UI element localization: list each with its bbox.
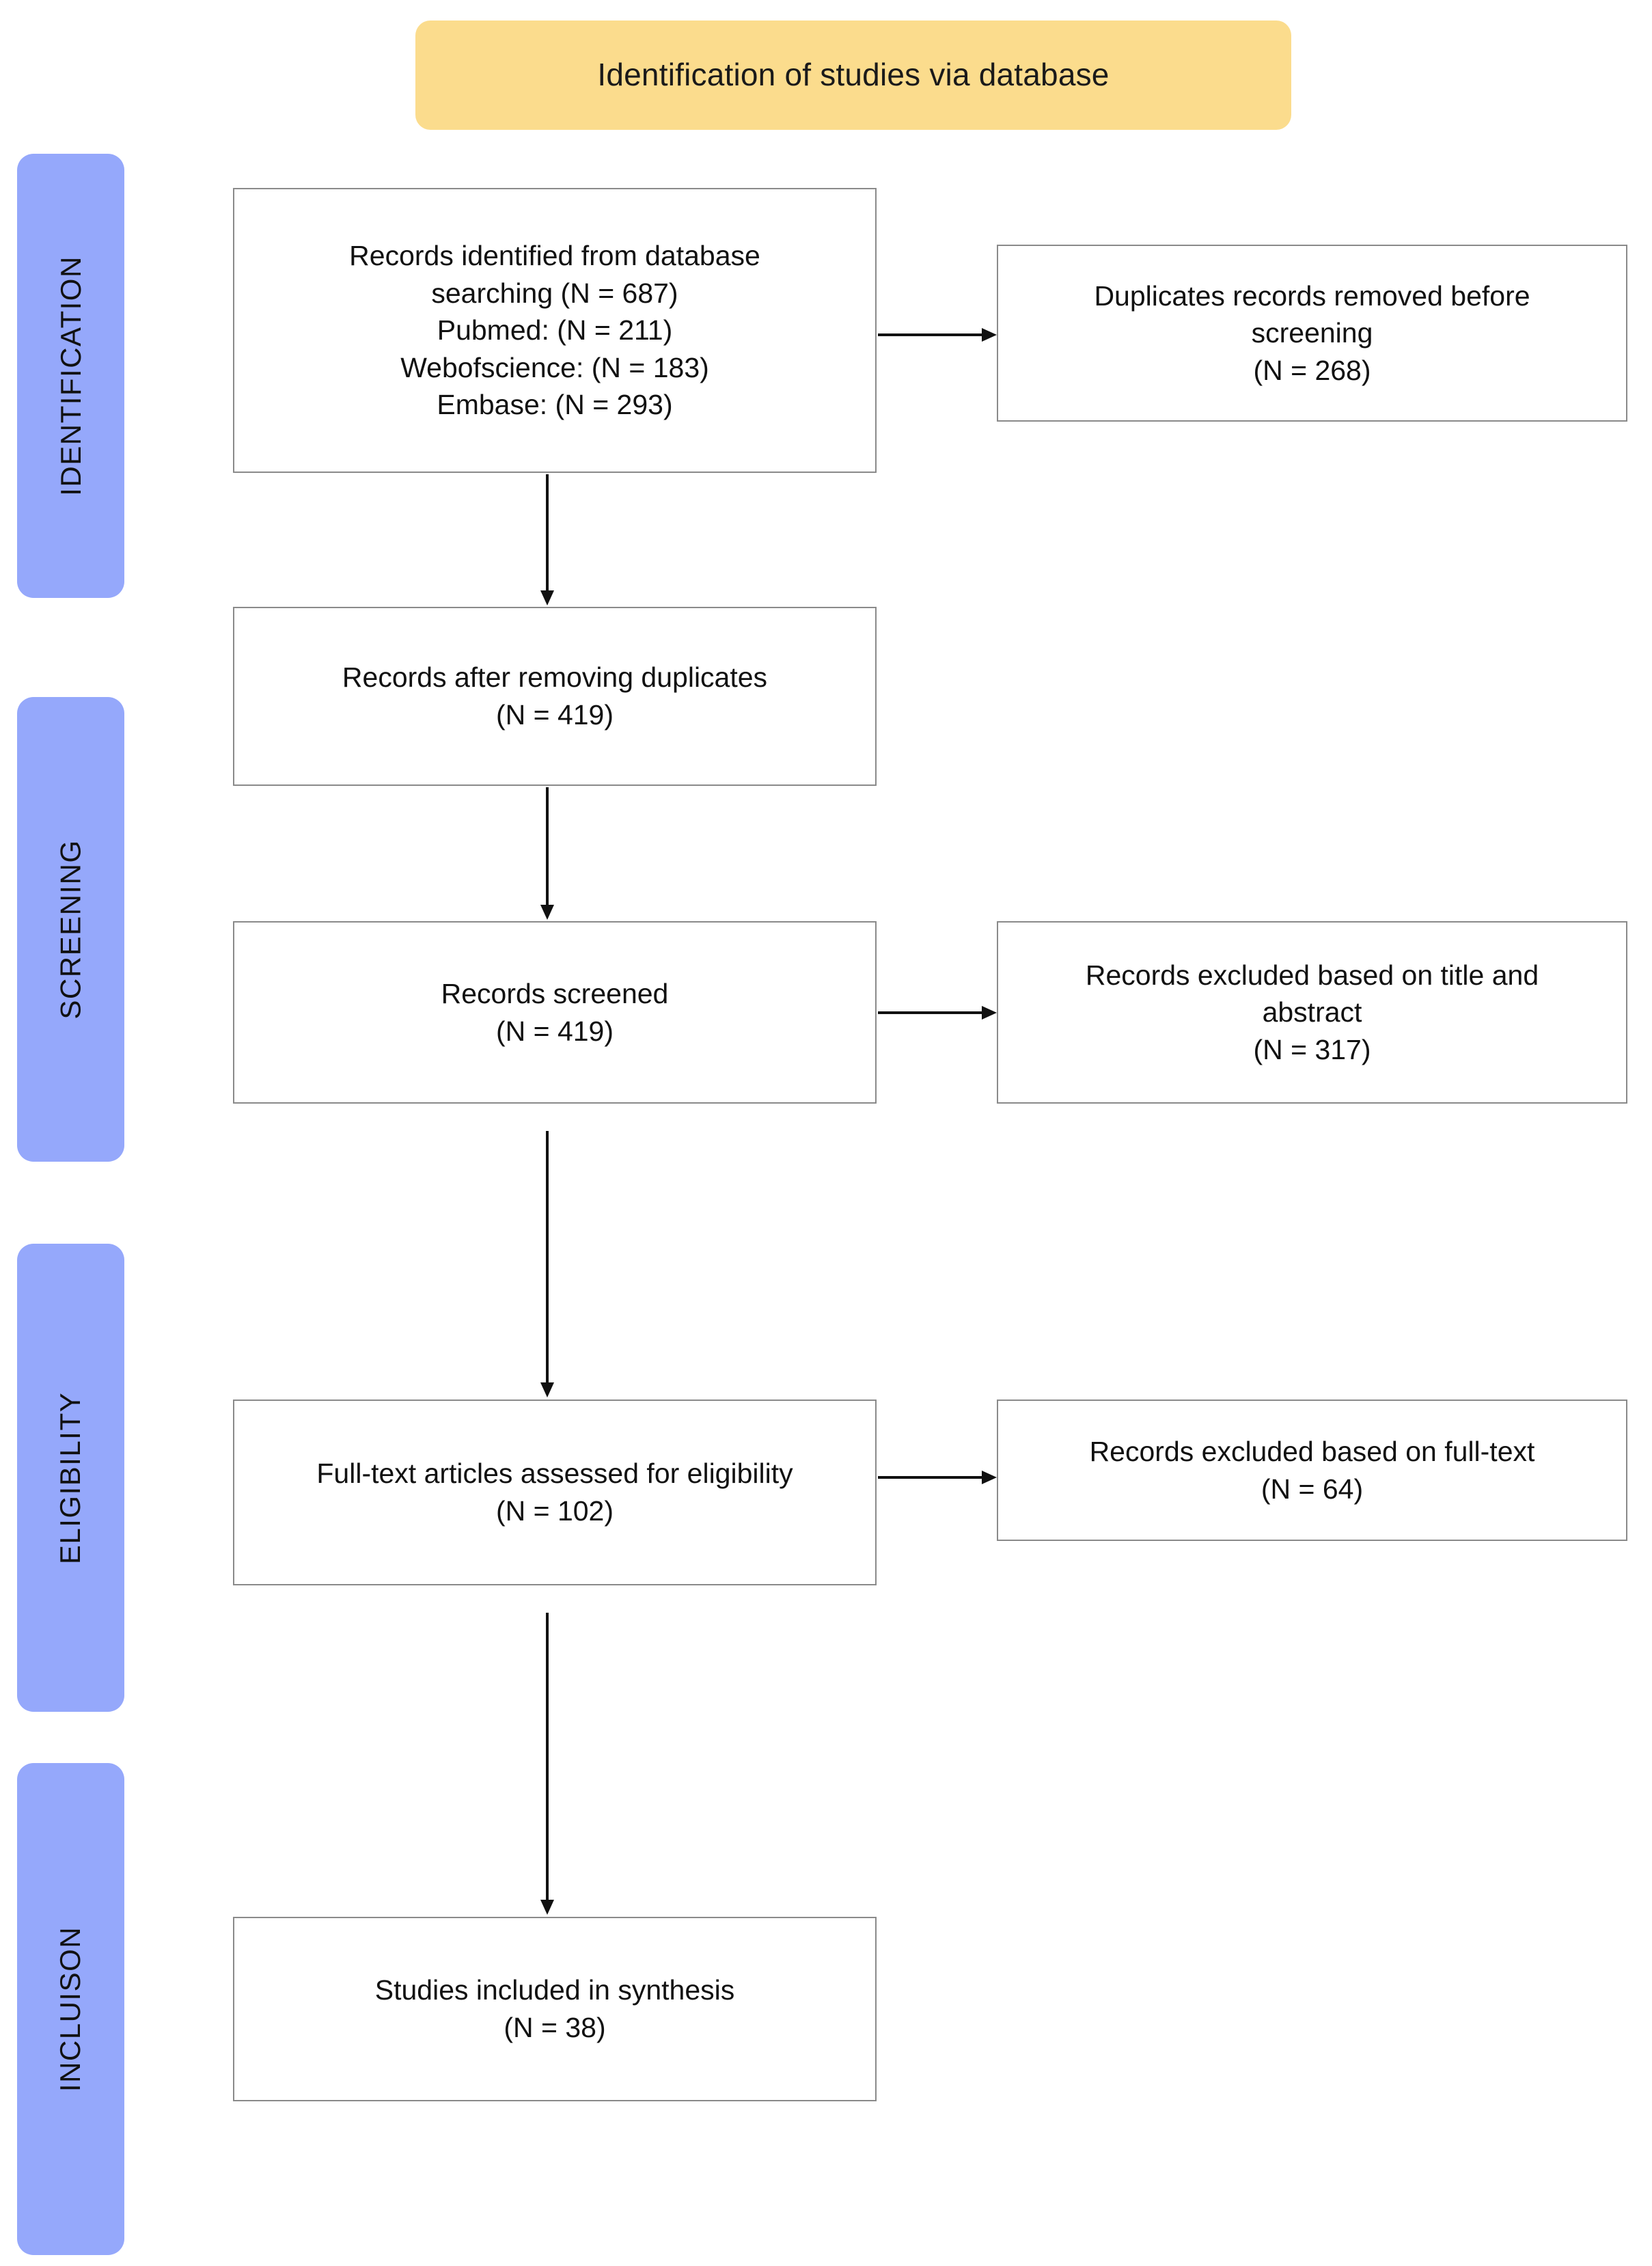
stage-tab-label: ELIGIBILITY <box>54 1391 87 1564</box>
page-title: Identification of studies via database <box>597 57 1110 93</box>
header-banner: Identification of studies via database <box>415 21 1291 130</box>
flow-box-text: Duplicates records removed before screen… <box>1094 279 1530 386</box>
flow-box-duplicates-removed: Duplicates records removed before screen… <box>997 245 1627 422</box>
flow-box-excluded-full-text: Records excluded based on full-text (N =… <box>997 1400 1627 1541</box>
stage-tab-identification: IDENTIFICATION <box>17 154 124 598</box>
flow-box-text: Studies included in synthesis (N = 38) <box>374 1974 735 2043</box>
stage-tab-incluison: INCLUISON <box>17 1763 124 2255</box>
flow-box-text: Records excluded based on title and abst… <box>1085 959 1539 1065</box>
stage-tab-eligibility: ELIGIBILITY <box>17 1244 124 1712</box>
stage-tab-label: IDENTIFICATION <box>54 256 87 496</box>
flow-box-text: Records screened (N = 419) <box>441 977 669 1047</box>
flow-box-text: Full-text articles assessed for eligibil… <box>316 1458 793 1527</box>
stage-tab-screening: SCREENING <box>17 697 124 1162</box>
arrow-identified-to-duplicates <box>877 321 998 349</box>
arrow-full-text-to-included <box>534 1585 561 1917</box>
arrow-screened-to-full-text <box>534 1104 561 1400</box>
arrow-identified-to-after-duplicates <box>534 473 561 607</box>
flow-box-text: Records after removing duplicates (N = 4… <box>342 661 768 731</box>
flow-box-text: Records identified from database searchi… <box>349 240 760 421</box>
flow-box-records-screened: Records screened (N = 419) <box>233 921 877 1104</box>
flow-box-excluded-title-abstract: Records excluded based on title and abst… <box>997 921 1627 1104</box>
flow-box-records-after-duplicates: Records after removing duplicates (N = 4… <box>233 607 877 786</box>
arrow-screened-to-excluded-title <box>877 999 998 1026</box>
arrow-full-text-to-excluded-full-text <box>877 1464 998 1491</box>
stage-tab-label: INCLUISON <box>54 1926 87 2092</box>
flow-box-text: Records excluded based on full-text (N =… <box>1089 1435 1535 1505</box>
flow-box-studies-included: Studies included in synthesis (N = 38) <box>233 1917 877 2101</box>
flow-box-full-text-assessed: Full-text articles assessed for eligibil… <box>233 1400 877 1585</box>
flow-box-records-identified: Records identified from database searchi… <box>233 188 877 473</box>
stage-tab-label: SCREENING <box>54 839 87 1020</box>
arrow-after-duplicates-to-screened <box>534 786 561 921</box>
